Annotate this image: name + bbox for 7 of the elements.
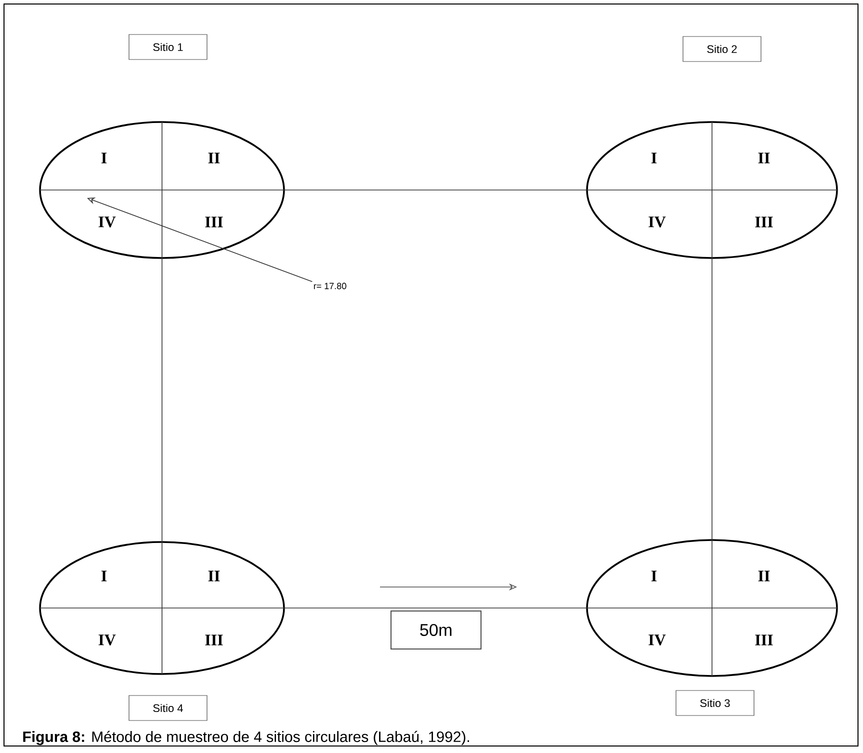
figure-caption: Figura 8: Método de muestreo de 4 sitios circulares (Labaú, 1992). <box>23 730 470 746</box>
radius-label: r= 17.80 <box>314 282 346 290</box>
site-label-box: Sitio 3 <box>676 690 754 716</box>
distance-label-box: 50m <box>390 610 482 650</box>
site-label-box: Sitio 2 <box>682 36 762 62</box>
site-label-box: Sitio 4 <box>128 695 208 721</box>
site-label-box: Sitio 1 <box>128 34 208 60</box>
